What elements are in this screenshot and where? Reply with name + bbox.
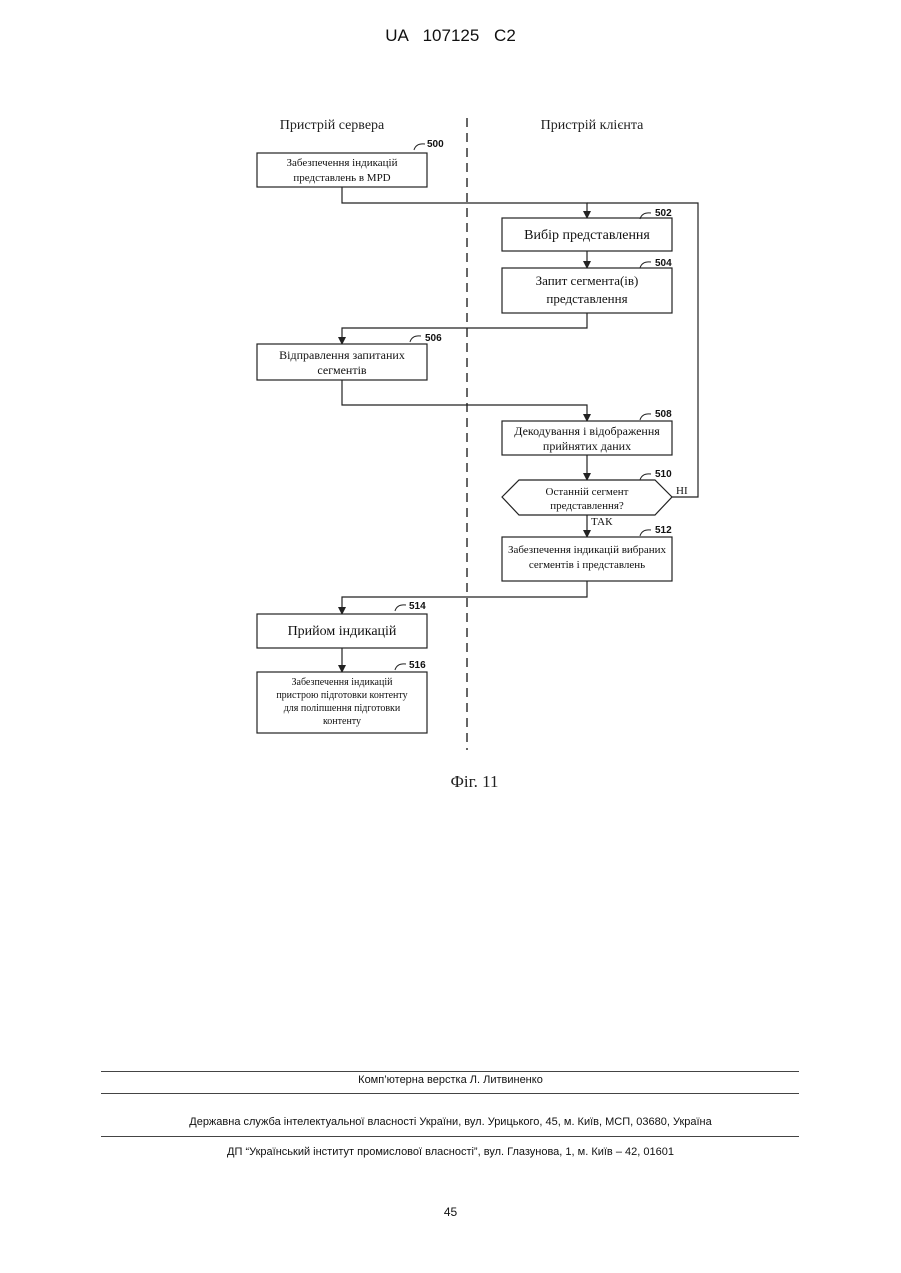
footer-divider-2 (101, 1093, 799, 1094)
step-500-line-2: представлень в MPD (293, 172, 390, 184)
step-508-line-2: прийнятих даних (543, 439, 631, 453)
figure-caption: Фіг. 11 (0, 772, 901, 792)
ref-500: 500 (427, 139, 444, 150)
branch-label-yes: ТАК (591, 516, 613, 528)
ref-514: 514 (409, 601, 426, 612)
step-516-line-2: пристрою підготовки контенту (276, 690, 407, 701)
client-lane-title: Пристрій клієнта (541, 118, 644, 133)
step-500-line-1: Забезпечення індикацій (286, 157, 397, 169)
server-lane-title: Пристрій сервера (280, 118, 385, 133)
ref-506: 506 (425, 333, 442, 344)
footer-layout-credit: Комп’ютерна верстка Л. Литвиненко (0, 1074, 901, 1086)
page-number: 45 (0, 1205, 901, 1219)
footer-agency: Державна служба інтелектуальної власност… (0, 1116, 901, 1128)
ref-516: 516 (409, 660, 426, 671)
step-500: 500 Забезпечення індикацій представлень … (257, 139, 444, 187)
step-512-line-1: Забезпечення індикацій вибраних (508, 544, 667, 556)
ref-502: 502 (655, 208, 672, 219)
step-504-line-1: Запит сегмента(ів) (536, 273, 639, 288)
step-506-line-1: Відправлення запитаних (279, 348, 405, 362)
step-514-line-1: Прийом індикацій (288, 624, 397, 639)
step-504-line-2: представлення (546, 291, 627, 306)
ref-508: 508 (655, 409, 672, 420)
footer-divider-1 (101, 1071, 799, 1072)
step-516-line-4: контенту (323, 716, 361, 727)
connector-500-502 (342, 187, 587, 218)
connector-504-506 (342, 313, 587, 344)
ref-510: 510 (655, 469, 672, 480)
connector-512-514 (342, 581, 587, 614)
connector-506-508 (342, 380, 587, 421)
step-516-line-1: Забезпечення індикацій (292, 677, 394, 688)
step-510-line-2: представлення? (550, 500, 624, 512)
step-502-line-1: Вибір представлення (524, 228, 650, 243)
branch-label-no: НІ (676, 485, 688, 497)
ref-504: 504 (655, 258, 672, 269)
ref-512: 512 (655, 525, 672, 536)
step-508-line-1: Декодування і відображення (514, 424, 660, 438)
step-510-decision: 510 Останній сегмент представлення? НІ Т… (502, 469, 688, 528)
step-512-line-2: сегментів і представлень (529, 559, 645, 571)
footer-divider-3 (101, 1136, 799, 1137)
step-516-line-3: для поліпшення підготовки (284, 703, 401, 714)
step-506: 506 Відправлення запитаних сегментів (257, 333, 442, 380)
step-506-line-2: сегментів (317, 363, 366, 377)
step-510-line-1: Останній сегмент (546, 486, 629, 498)
footer-institute: ДП “Український інститут промислової вла… (0, 1146, 901, 1158)
